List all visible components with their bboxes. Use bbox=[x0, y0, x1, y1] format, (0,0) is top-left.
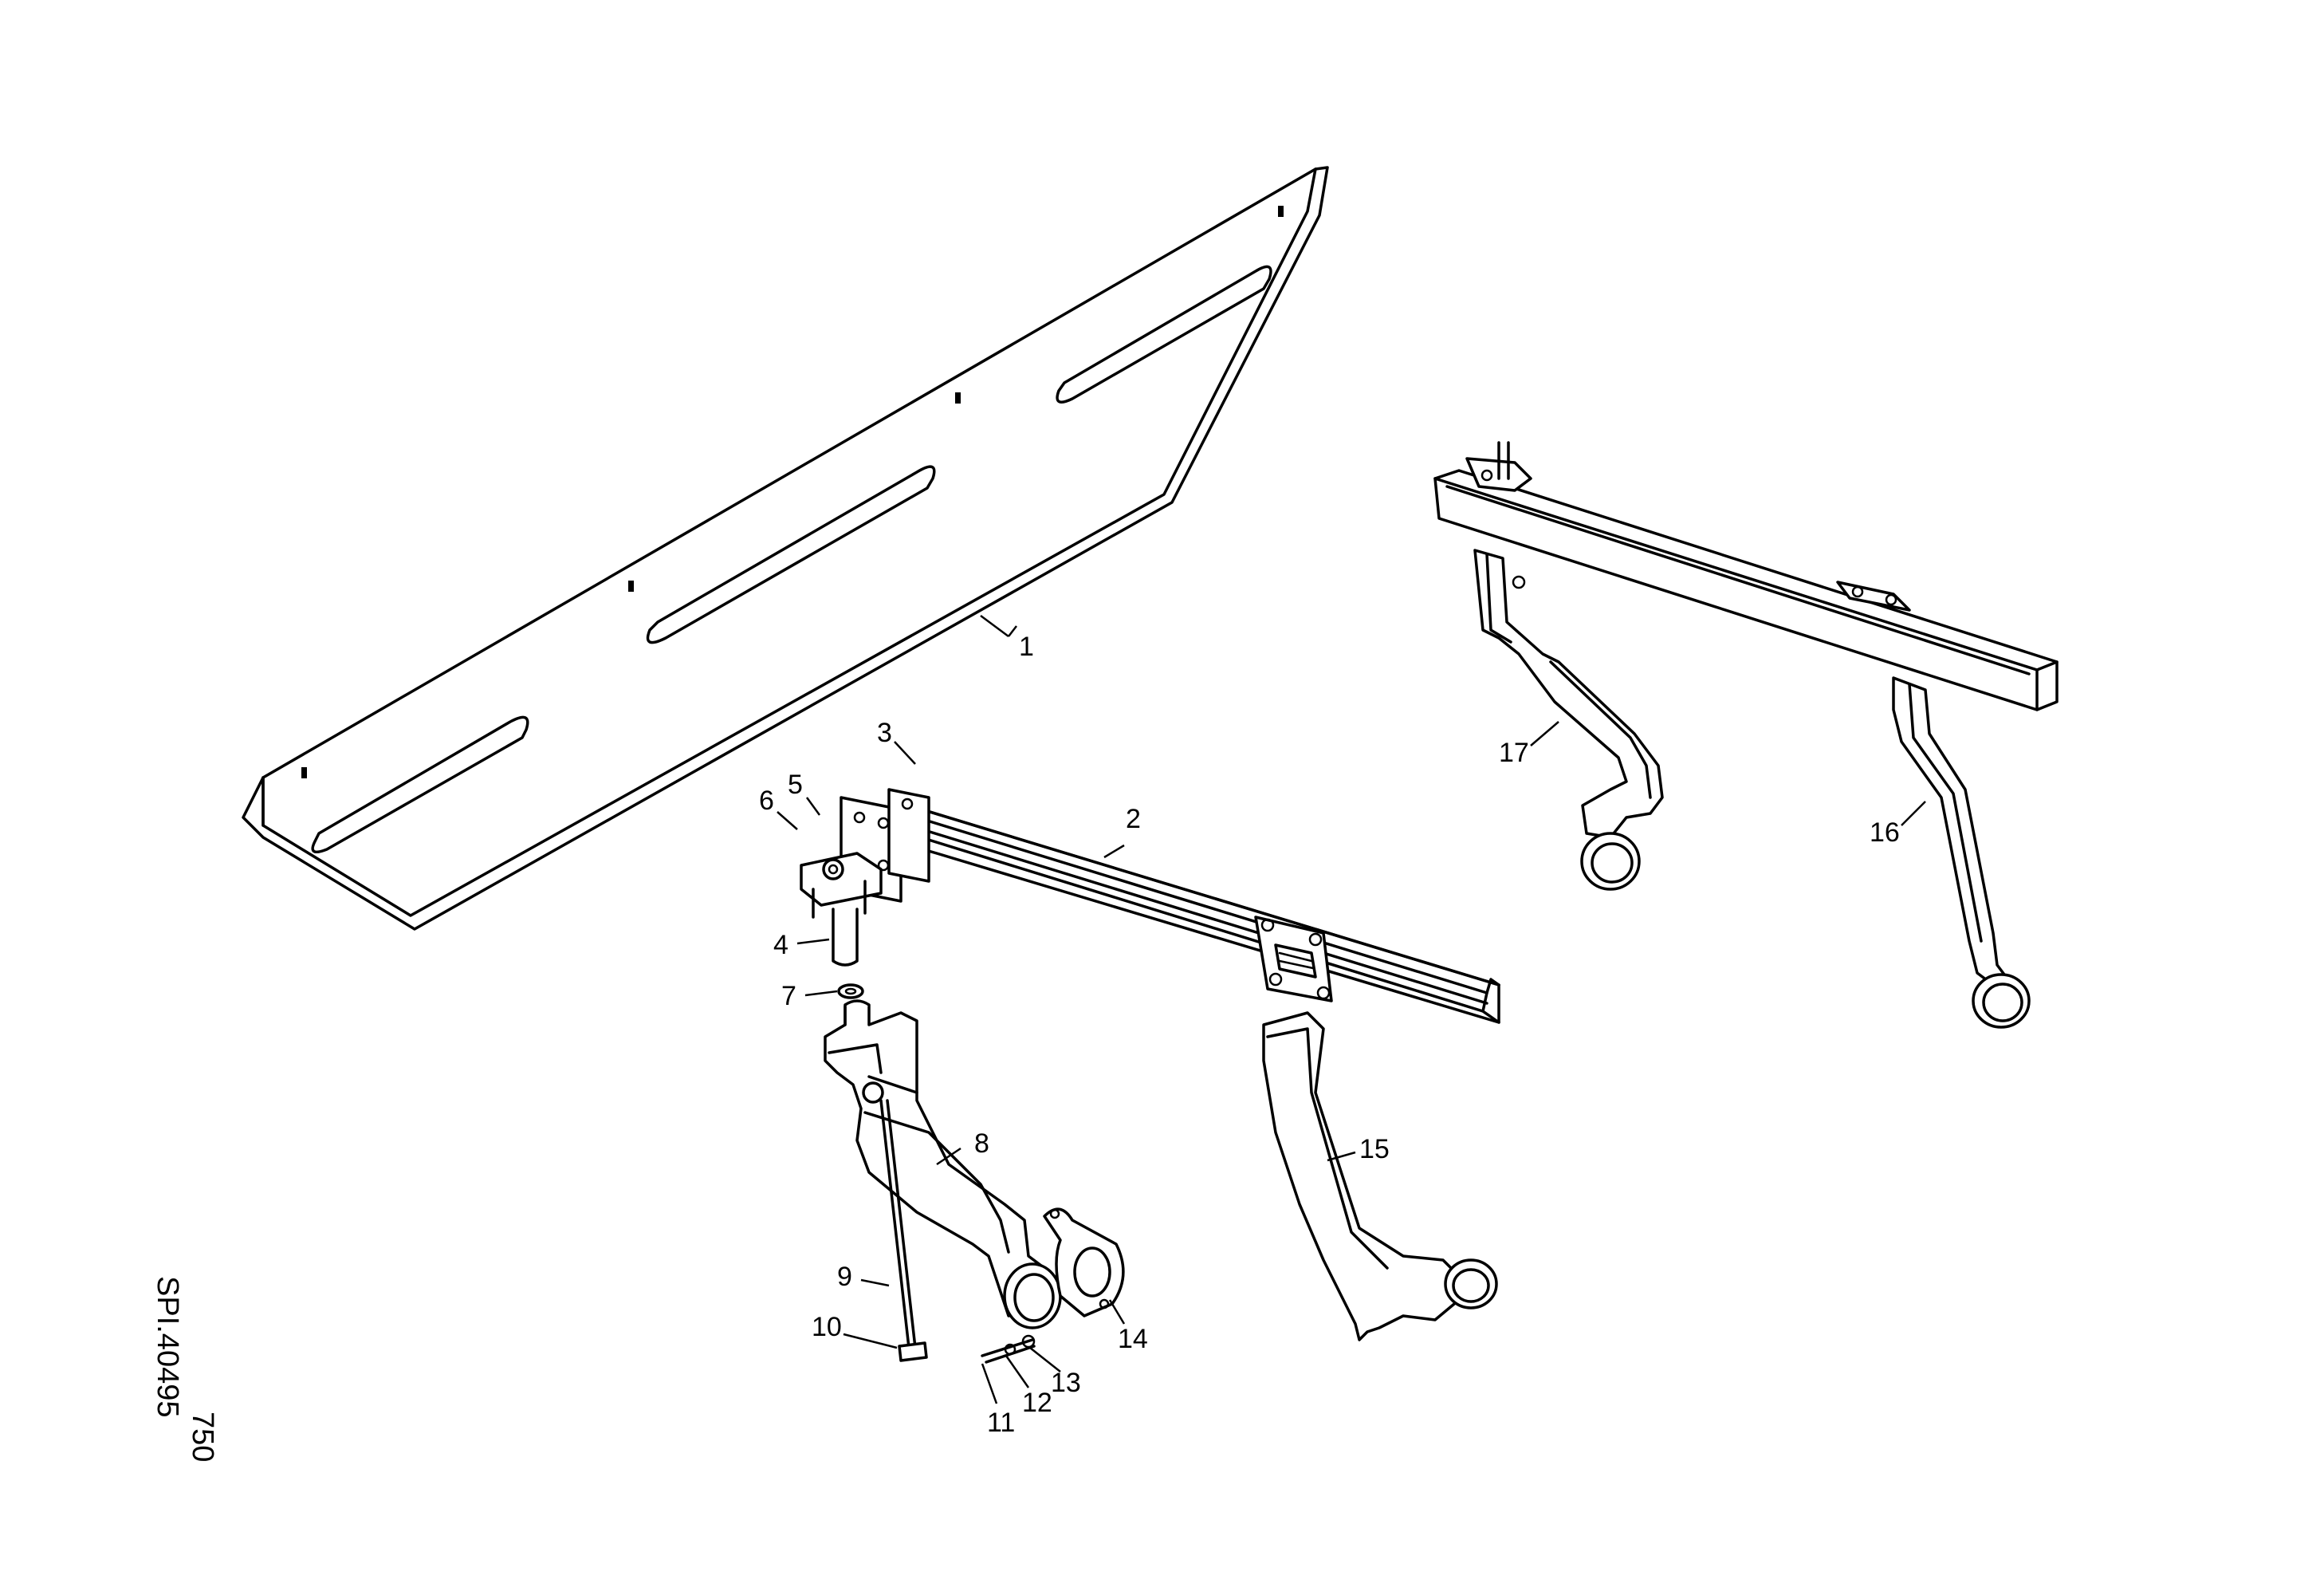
callout-5: 5 bbox=[788, 770, 803, 800]
reference-block: 750 SPI.40495 bbox=[151, 1276, 219, 1462]
part-rod bbox=[879, 1099, 928, 1362]
part-panel bbox=[242, 166, 1329, 931]
part-right-arm-17 bbox=[1473, 549, 1664, 891]
callout-11: 11 bbox=[987, 1408, 1015, 1438]
page-number: 750 bbox=[186, 1412, 219, 1462]
part-right-arm-16 bbox=[1892, 676, 2031, 1029]
callout-labels: 1 2 3 4 5 6 7 8 9 10 11 12 13 14 15 16 1… bbox=[759, 632, 1900, 1438]
drawing-code: SPI.40495 bbox=[151, 1276, 184, 1417]
callout-1: 1 bbox=[1019, 632, 1034, 662]
part-center-arm bbox=[1262, 1011, 1498, 1341]
callout-17: 17 bbox=[1499, 738, 1529, 768]
part-flange bbox=[981, 1207, 1125, 1364]
callout-16: 16 bbox=[1870, 817, 1900, 848]
callout-6: 6 bbox=[759, 786, 774, 816]
callout-12: 12 bbox=[1022, 1388, 1052, 1418]
callout-14: 14 bbox=[1118, 1324, 1148, 1354]
callout-3: 3 bbox=[877, 718, 892, 748]
callout-15: 15 bbox=[1359, 1134, 1390, 1164]
callout-10: 10 bbox=[812, 1312, 842, 1342]
part-post bbox=[832, 908, 864, 999]
callout-8: 8 bbox=[974, 1128, 989, 1159]
part-left-arm bbox=[824, 999, 1062, 1329]
callout-7: 7 bbox=[781, 981, 796, 1011]
callout-2: 2 bbox=[1126, 804, 1141, 834]
callout-13: 13 bbox=[1051, 1368, 1081, 1398]
callout-9: 9 bbox=[837, 1262, 852, 1292]
part-right-beam bbox=[1433, 441, 2059, 711]
callout-4: 4 bbox=[773, 930, 788, 960]
leader-lines bbox=[777, 614, 1926, 1404]
part-center-beam bbox=[800, 788, 1500, 1024]
